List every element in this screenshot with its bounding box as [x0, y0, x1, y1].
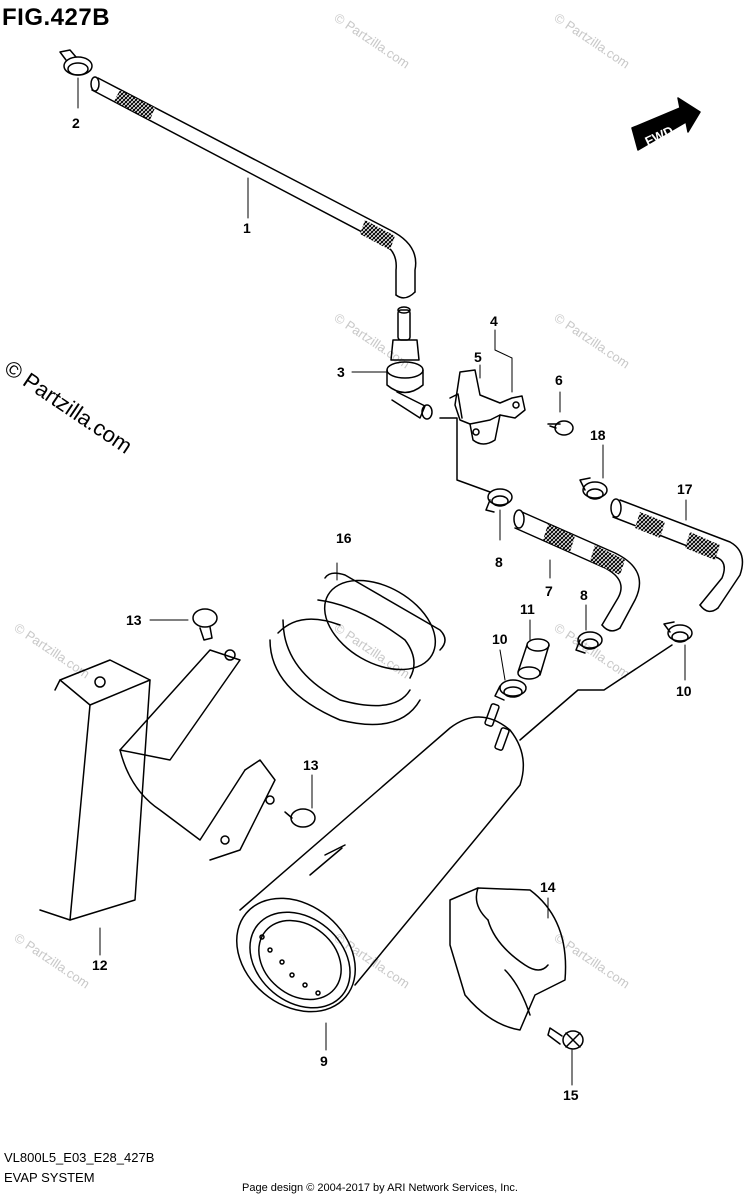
callout-13-upper[interactable]: 13 — [126, 612, 142, 628]
hose-part-11 — [517, 638, 550, 680]
band-part-16 — [269, 572, 446, 726]
clamp-part-10-right — [663, 621, 693, 643]
figure-code: VL800L5_E03_E28_427B — [4, 1150, 155, 1165]
callout-15[interactable]: 15 — [563, 1087, 579, 1103]
callout-4[interactable]: 4 — [490, 313, 498, 329]
callout-2[interactable]: 2 — [72, 115, 80, 131]
hose-part-1 — [90, 76, 417, 299]
canister-part-9 — [235, 703, 525, 1013]
hose-part-7 — [513, 509, 641, 632]
callout-14[interactable]: 14 — [540, 879, 556, 895]
callout-13-lower[interactable]: 13 — [303, 757, 319, 773]
callout-3[interactable]: 3 — [337, 364, 345, 380]
screw-part-6 — [547, 420, 574, 436]
copyright-notice: Page design © 2004-2017 by ARI Network S… — [242, 1182, 518, 1194]
callout-10-center[interactable]: 10 — [492, 631, 508, 647]
bracket-part-12 — [39, 649, 276, 921]
callout-16[interactable]: 16 — [336, 530, 352, 546]
callout-5[interactable]: 5 — [474, 349, 482, 365]
screw-part-15 — [547, 1027, 584, 1050]
bracket-part-4 — [449, 369, 526, 445]
clamp-part-2 — [59, 49, 93, 76]
forward-arrow-icon — [631, 97, 701, 151]
hose-part-17 — [610, 498, 744, 613]
clamp-part-10-center — [494, 679, 527, 701]
callout-18[interactable]: 18 — [590, 427, 606, 443]
screw-part-13-lower — [284, 808, 316, 828]
callout-7[interactable]: 7 — [545, 583, 553, 599]
strap-part-14 — [449, 887, 567, 1031]
clamp-part-8-upper — [485, 488, 513, 513]
callout-17[interactable]: 17 — [677, 481, 693, 497]
callout-6[interactable]: 6 — [555, 372, 563, 388]
callout-1[interactable]: 1 — [243, 220, 251, 236]
clamp-part-18 — [579, 477, 608, 500]
leader-lines — [77, 77, 687, 1086]
screw-part-13-upper — [192, 608, 218, 641]
callout-12[interactable]: 12 — [92, 957, 108, 973]
clamp-part-8-lower — [575, 631, 603, 654]
callout-9[interactable]: 9 — [320, 1053, 328, 1069]
callout-10-right[interactable]: 10 — [676, 683, 692, 699]
callout-8-lower[interactable]: 8 — [580, 587, 588, 603]
callout-8-upper[interactable]: 8 — [495, 554, 503, 570]
figure-title: FIG.427B — [2, 4, 111, 31]
valve-part-3 — [386, 306, 433, 420]
system-name: EVAP SYSTEM — [4, 1170, 95, 1185]
callout-11[interactable]: 11 — [520, 601, 535, 617]
